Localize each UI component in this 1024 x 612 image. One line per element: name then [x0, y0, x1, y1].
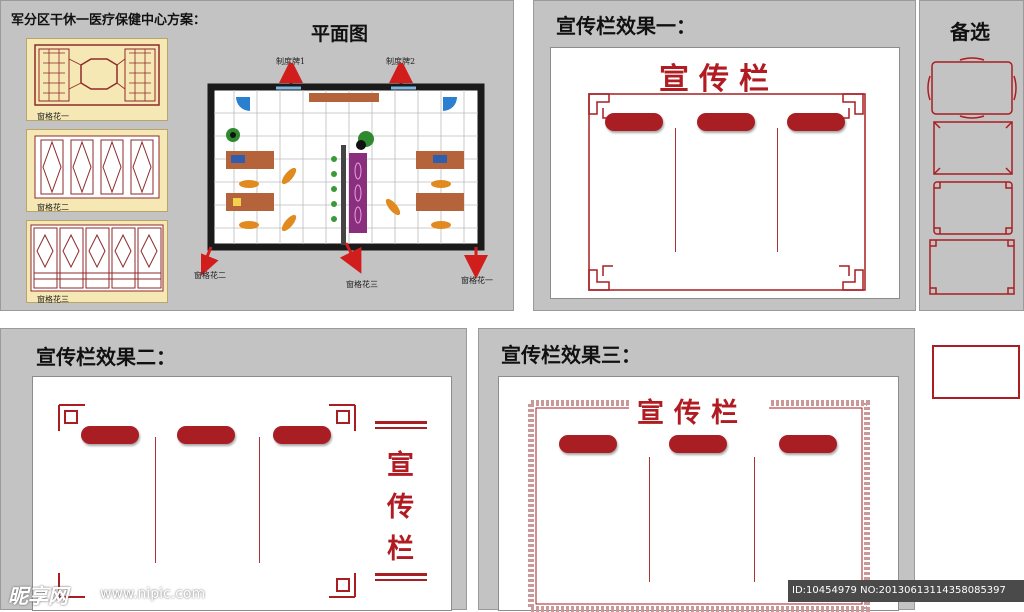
alternatives-panel: 备选: [919, 0, 1024, 311]
section-header-pill: [559, 435, 617, 453]
plan-panel: 军分区干休一医疗保健中心方案： 窗格花一 窗格花二: [0, 0, 514, 311]
effect-three-panel: 宣传栏效果三： 宣传栏: [478, 328, 915, 612]
sign-label-2: 制度牌2: [386, 57, 416, 66]
window-label-1: 窗格花一: [461, 276, 493, 285]
effect-two-panel: 宣传栏效果二： 宣 传 栏: [0, 328, 467, 611]
effect-one-board: 宣传栏: [550, 47, 900, 299]
section-header-pill: [273, 426, 331, 444]
window-label-3: 窗格花三: [346, 280, 378, 289]
effect-one-heading: 宣传栏: [659, 62, 779, 97]
ornate-frame: [588, 93, 866, 291]
effect-three-board: 宣传栏: [498, 376, 899, 612]
lattice-pattern-icon: [34, 135, 160, 199]
plan-panel-title: 军分区干休一医疗保健中心方案：: [11, 13, 207, 28]
column-divider: [155, 437, 156, 563]
alternatives-title: 备选: [950, 20, 990, 44]
column-divider: [259, 437, 260, 563]
effect-two-board: 宣 传 栏: [32, 376, 452, 611]
pattern-thumb-1: 窗格花一: [26, 38, 168, 121]
floor-plan-title: 平面图: [311, 23, 369, 45]
column-divider: [777, 128, 778, 252]
section-header-pill: [779, 435, 837, 453]
lattice-pattern-icon: [34, 44, 160, 106]
column-divider: [754, 457, 755, 582]
window-label-2: 窗格花二: [194, 271, 226, 280]
column-divider: [675, 128, 676, 252]
pattern-thumb-3: 窗格花三: [26, 220, 168, 304]
pattern-thumb-2: 窗格花二: [26, 129, 168, 212]
section-header-pill: [605, 113, 663, 131]
lattice-pattern-icon: [30, 224, 164, 292]
effect-two-title: 宣传栏效果二：: [36, 345, 176, 369]
effect-one-panel: 宣传栏效果一： 宣传栏: [533, 0, 916, 311]
section-header-pill: [787, 113, 845, 131]
watermark-id: ID:10454979 NO:20130613114358085397: [788, 580, 1024, 602]
effect-one-title: 宣传栏效果一：: [556, 14, 696, 38]
effect-two-heading-char-3: 栏: [387, 534, 414, 565]
floor-plan: [201, 63, 488, 279]
sign-label-1: 制度牌1: [276, 57, 306, 66]
alternative-frames: [927, 57, 1017, 295]
pattern-label-2: 窗格花二: [37, 203, 69, 212]
watermark-url: www.nipic.com: [100, 586, 206, 602]
corner-ornaments: [58, 404, 427, 598]
greek-key-frame: [528, 393, 870, 612]
section-header-pill: [669, 435, 727, 453]
effect-three-heading: 宣传栏: [637, 398, 748, 429]
section-header-pill: [697, 113, 755, 131]
effect-two-heading-char-2: 传: [387, 492, 414, 523]
column-divider: [649, 457, 650, 582]
pattern-label-1: 窗格花一: [37, 112, 69, 121]
section-header-pill: [177, 426, 235, 444]
watermark-logo: 昵享网: [8, 584, 68, 608]
effect-two-heading-char-1: 宣: [387, 450, 414, 481]
effect-three-title: 宣传栏效果三：: [501, 343, 641, 367]
section-header-pill: [81, 426, 139, 444]
pattern-label-3: 窗格花三: [37, 295, 69, 304]
standalone-frame: [932, 345, 1020, 399]
